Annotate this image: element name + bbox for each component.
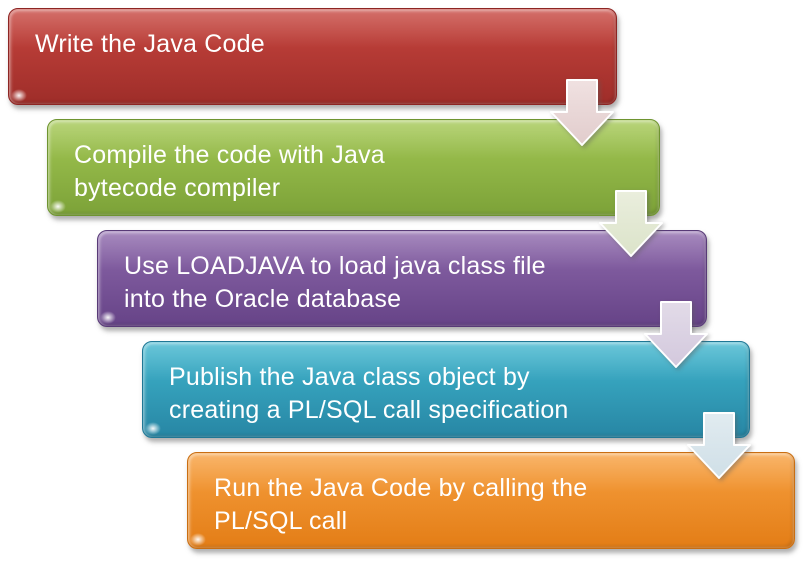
arrow-down-icon [643, 301, 709, 369]
step-box-3: Use LOADJAVA to load java class file int… [97, 230, 707, 327]
step-label: Use LOADJAVA to load java class file int… [124, 252, 546, 313]
step-label: Run the Java Code by calling the PL/SQL … [214, 474, 588, 535]
step-box-5: Run the Java Code by calling the PL/SQL … [187, 452, 795, 549]
step-box-4: Publish the Java class object by creatin… [142, 341, 750, 438]
arrow-down-icon [686, 412, 752, 480]
step-label: Compile the code with Java bytecode comp… [74, 141, 385, 202]
step-box-1: Write the Java Code [8, 8, 617, 105]
step-label: Publish the Java class object by creatin… [169, 363, 569, 424]
step-label: Write the Java Code [35, 30, 265, 58]
step-box-2: Compile the code with Java bytecode comp… [47, 119, 660, 216]
arrow-down-icon [598, 190, 664, 258]
arrow-down-icon [549, 79, 615, 147]
